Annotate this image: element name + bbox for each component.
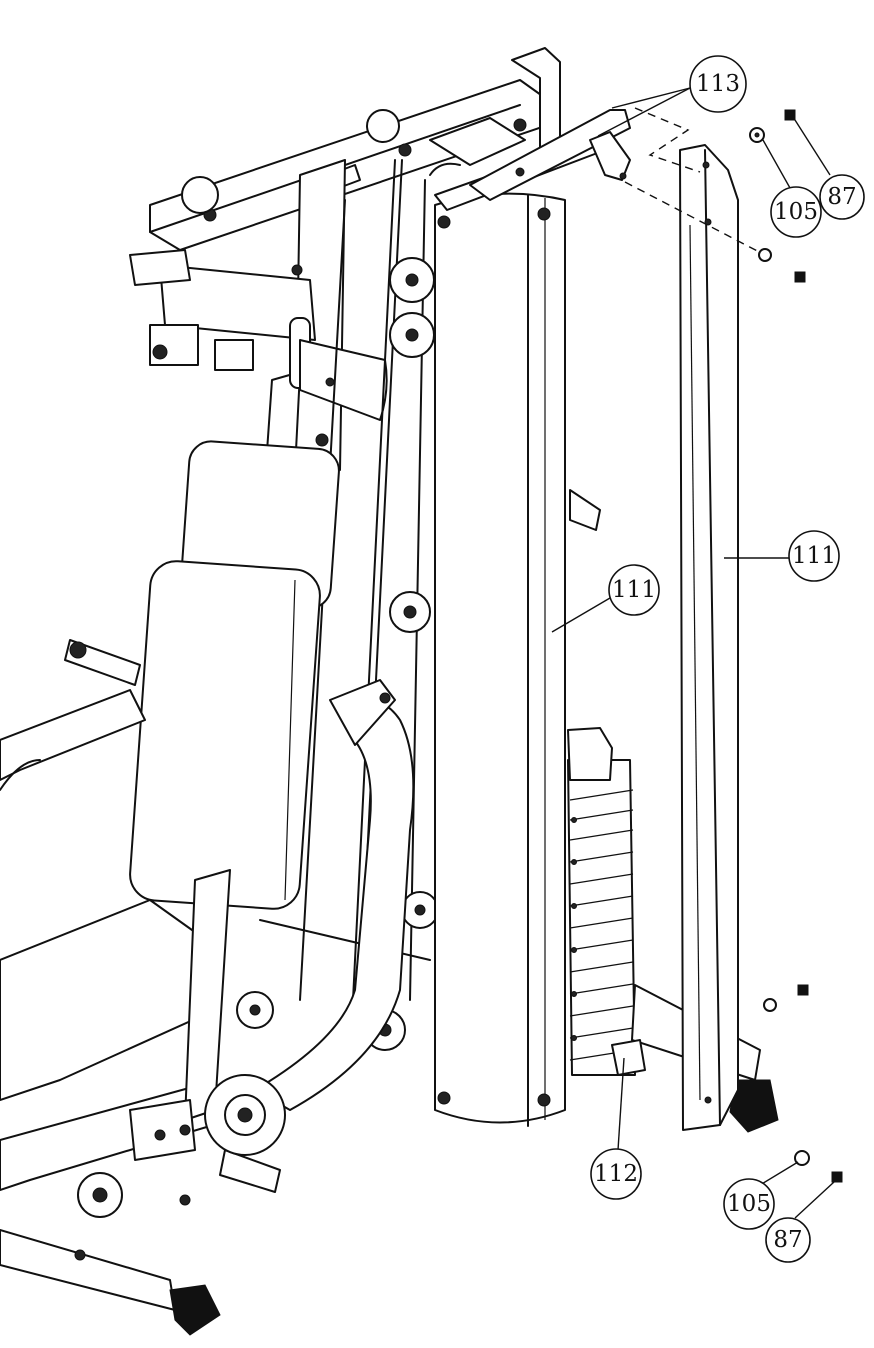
weight-stack	[567, 489, 636, 1076]
callout-113: 113	[597, 55, 747, 137]
hardware	[749, 109, 843, 1183]
callout-111-panel: 111	[724, 530, 840, 582]
callout-105-bottom: 105	[723, 1161, 799, 1230]
seat-and-lower-frame	[0, 639, 281, 1336]
callout-label-113: 113	[696, 71, 740, 97]
callout-label-105-top: 105	[774, 199, 818, 225]
callout-105-top: 105	[762, 139, 822, 238]
side-cover-panel	[679, 144, 739, 1131]
callout-87-bottom: 87	[765, 1181, 835, 1263]
top-bracket	[429, 109, 631, 211]
callout-111-column: 111	[551, 564, 660, 633]
left-pulley-assembly	[129, 249, 388, 447]
callout-label-111-column: 111	[612, 577, 656, 603]
callout-label-105-bottom: 105	[727, 1191, 771, 1217]
top-frame-arm	[149, 47, 561, 251]
callout-label-87-bottom: 87	[773, 1227, 802, 1253]
assembly-guide-lines	[624, 107, 766, 256]
front-cover-column	[434, 192, 566, 1127]
callout-label-112: 112	[594, 1161, 638, 1187]
callout-87-top: 87	[794, 119, 865, 220]
press-arm	[204, 679, 415, 1156]
pulleys	[77, 257, 439, 1218]
callout-label-87-top: 87	[827, 184, 856, 210]
back-pad	[129, 440, 340, 910]
callout-label-111-panel: 111	[792, 543, 836, 569]
callout-112: 112	[590, 1057, 642, 1200]
